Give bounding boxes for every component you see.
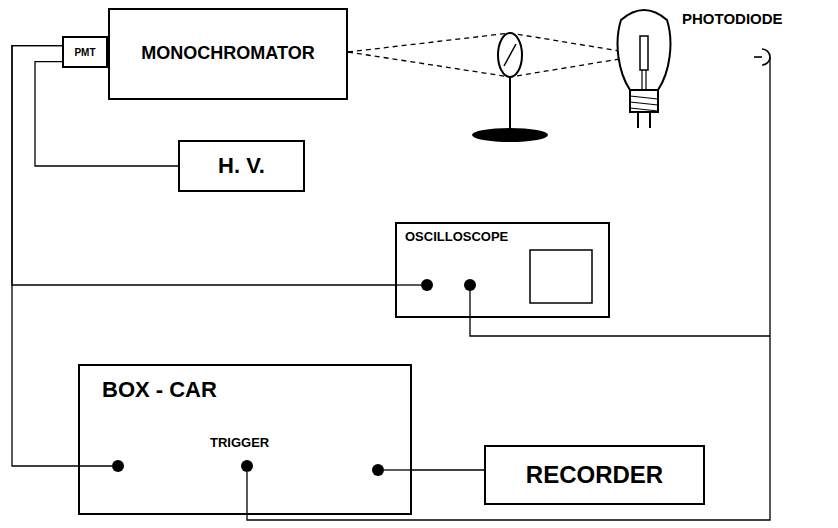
light-path	[348, 33, 644, 77]
lens-body	[498, 33, 522, 77]
instrument-box: BOX - CAR TRIGGER	[78, 364, 412, 515]
internal-wire	[246, 472, 247, 515]
terminal-jack	[372, 464, 384, 476]
scope-screen	[530, 250, 592, 303]
instrument-box: MONOCHROMATOR	[108, 8, 348, 100]
terminal-jack	[112, 460, 124, 472]
lamp-filament	[640, 36, 648, 70]
photodiode-lead	[754, 56, 762, 58]
instrument-box: OSCILLOSCOPE	[395, 222, 610, 318]
light-ray	[348, 52, 644, 77]
terminal-jack	[241, 460, 253, 472]
component-label: PHOTODIODE	[682, 10, 783, 27]
lens-base	[472, 128, 548, 142]
signal-wire	[12, 46, 78, 466]
lens-mark	[504, 44, 516, 66]
terminal-jack	[421, 279, 433, 291]
box-title: RECORDER	[526, 462, 663, 488]
lamp-thread	[630, 96, 658, 111]
detector-box: PMT	[62, 36, 108, 68]
lamp-bulb	[618, 10, 671, 90]
photodiode-arc	[762, 49, 770, 65]
lamp-pin	[649, 112, 651, 128]
box-title: BOX - CAR	[102, 378, 217, 402]
lamp	[618, 10, 671, 128]
lamp-lead	[645, 70, 646, 92]
instrument-box: RECORDER	[484, 445, 705, 505]
box-title: MONOCHROMATOR	[141, 44, 314, 64]
scope-signal-wire	[470, 318, 770, 336]
lens-stand	[509, 77, 511, 132]
lens	[472, 33, 548, 142]
lamp-pin	[637, 112, 639, 128]
lamp-lead	[641, 70, 642, 92]
photodiode-symbol	[754, 49, 770, 65]
light-ray	[348, 33, 644, 55]
internal-wire	[469, 291, 470, 318]
internal-wire	[80, 465, 112, 466]
terminal-jack	[464, 279, 476, 291]
box-title: OSCILLOSCOPE	[405, 230, 508, 244]
input-label: TRIGGER	[210, 436, 269, 450]
box-title: PMT	[74, 47, 95, 58]
signal-wire	[412, 469, 484, 470]
box-title: H. V.	[218, 154, 265, 178]
power-supply-box: H. V.	[178, 140, 305, 192]
internal-wire	[397, 284, 421, 285]
internal-wire	[384, 469, 412, 470]
lamp-base	[630, 90, 658, 112]
